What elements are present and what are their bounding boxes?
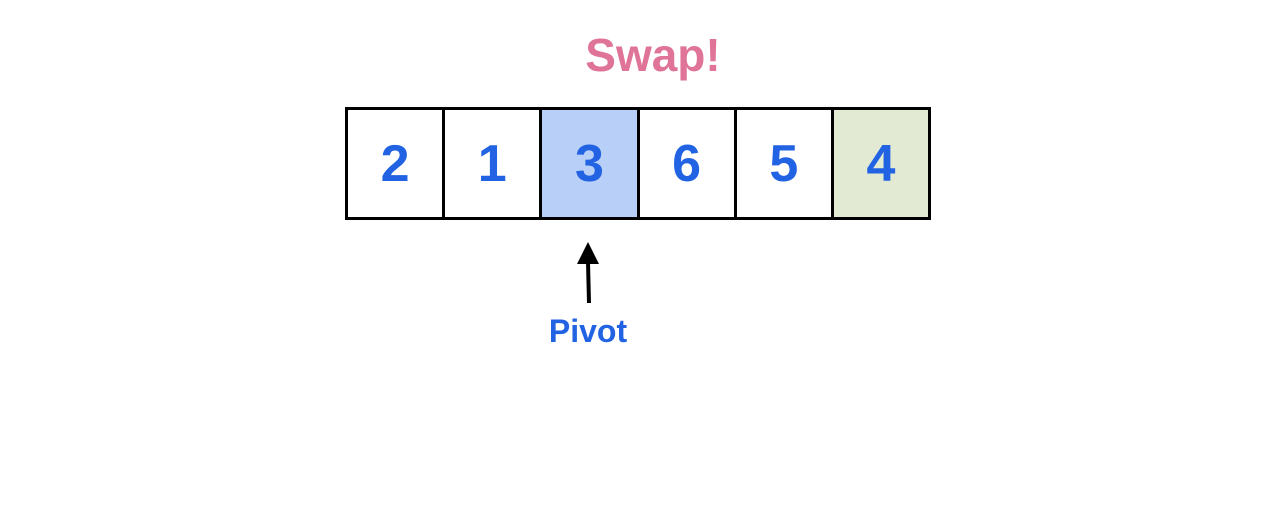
array-cell: 2 — [348, 110, 446, 217]
up-arrow-icon — [577, 242, 599, 304]
array-cell: 5 — [736, 110, 834, 217]
array-cell-last: 4 — [833, 110, 929, 217]
array-cell: 1 — [445, 110, 543, 217]
array-row: 2 1 3 6 5 4 — [345, 107, 931, 220]
array-cell-pivot: 3 — [542, 110, 640, 217]
array-cell: 6 — [639, 110, 737, 217]
pivot-label: Pivot — [548, 313, 628, 349]
swap-title: Swap! — [585, 29, 721, 81]
